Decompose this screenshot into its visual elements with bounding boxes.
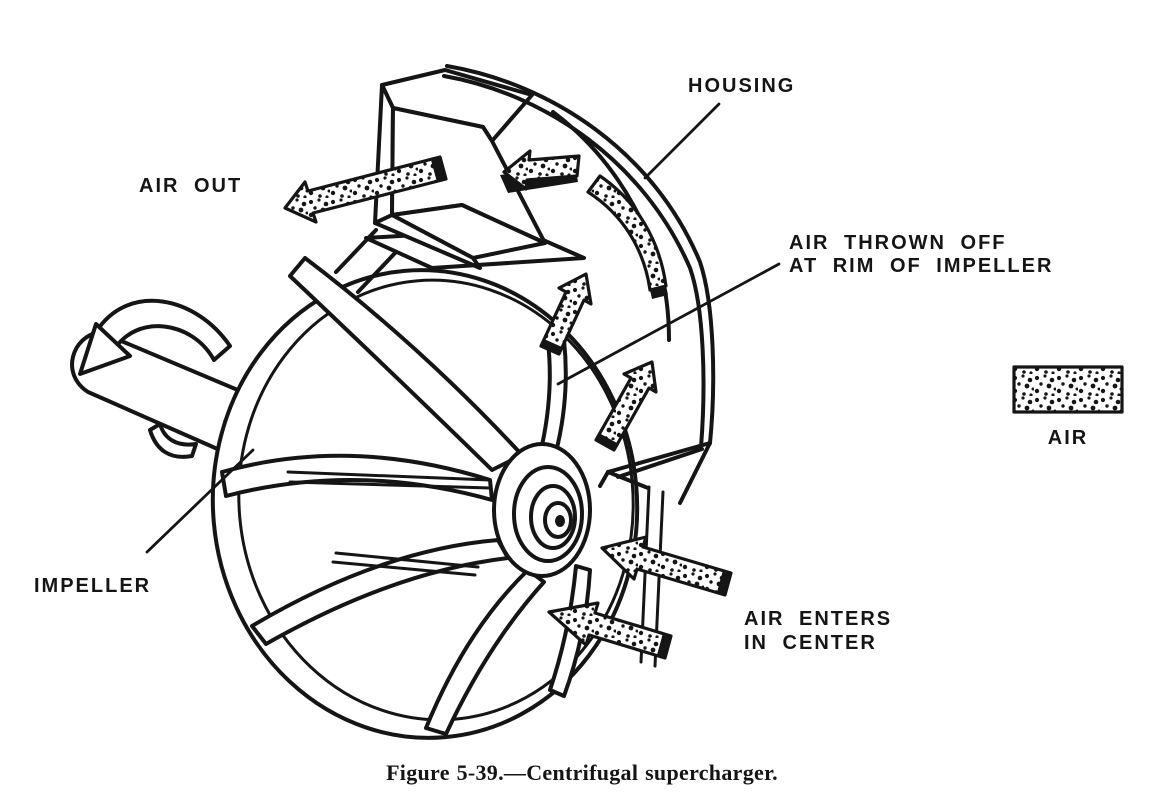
air-enters-label-line2: IN CENTER [744,632,877,654]
rim-air-arrow-icon [539,272,593,356]
air-legend-label: AIR [1048,427,1088,449]
impeller-label: IMPELLER [34,575,151,597]
impeller-hub [492,442,592,578]
impeller-leader-line [145,448,255,554]
air-inlet-arrow-icon [547,601,673,660]
rim-air-arrow-icon [594,360,658,452]
air-thrown-leader-line [556,262,781,386]
air-enters-label-line1: AIR ENTERS [744,608,892,630]
air-out-label: AIR OUT [139,175,242,197]
air-out-arrow-icon [283,155,448,224]
housing-label: HOUSING [688,75,795,97]
air-thrown-label-line1: AIR THROWN OFF [789,232,1007,254]
air-inlet-arrow-icon [600,535,733,597]
rotation-arrow-icon [78,298,232,376]
air-legend-swatch [1012,365,1124,414]
air-legend: AIR [1012,365,1124,449]
housing-air-flow-arrow-icon [500,149,668,299]
housing-leader-line [643,102,721,180]
figure-caption: Figure 5-39.—Centrifugal supercharger. [386,760,778,785]
air-thrown-label-line2: AT RIM OF IMPELLER [789,255,1053,277]
housing-scroll [442,64,716,668]
